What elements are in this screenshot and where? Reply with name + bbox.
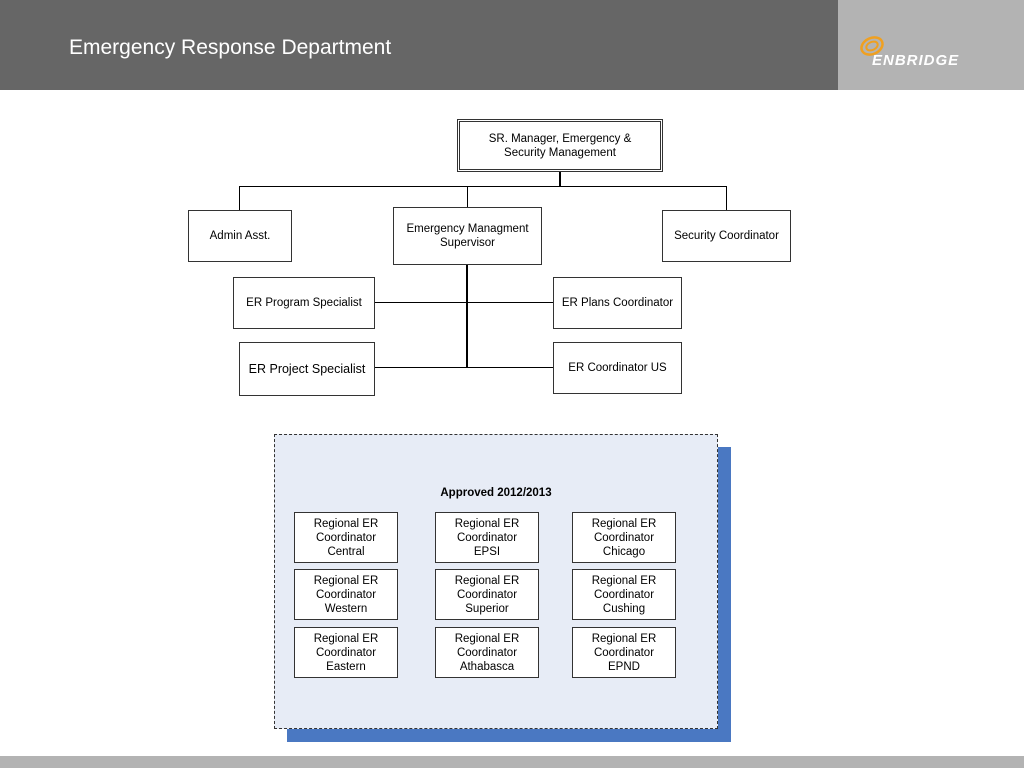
enbridge-logo-icon bbox=[860, 36, 884, 56]
org-label: ER Plans Coordinator bbox=[561, 297, 674, 309]
org-label: Security Coordinator bbox=[674, 230, 779, 242]
connector-line bbox=[726, 186, 727, 210]
page-title: Emergency Response Department bbox=[69, 36, 392, 59]
connector-line bbox=[239, 186, 727, 187]
org-box-supervisor: Emergency Managment Supervisor bbox=[393, 207, 542, 265]
header-bar: Emergency Response Department bbox=[0, 0, 838, 90]
footer-bar bbox=[0, 756, 1024, 768]
connector-line bbox=[374, 302, 554, 303]
org-box-program-specialist: ER Program Specialist bbox=[233, 277, 375, 329]
org-label: SR. Manager, Emergency & Security Manage… bbox=[488, 132, 632, 159]
connector-line bbox=[466, 264, 468, 368]
org-label: ER Program Specialist bbox=[246, 297, 362, 309]
logo-area: ENBRIDGE bbox=[838, 0, 1024, 90]
regional-box: Regional ER Coordinator Chicago bbox=[572, 512, 676, 563]
regional-box: Regional ER Coordinator Cushing bbox=[572, 569, 676, 620]
regional-box: Regional ER Coordinator Superior bbox=[435, 569, 539, 620]
org-label: Emergency Managment Supervisor bbox=[406, 223, 529, 249]
org-box-project-specialist: ER Project Specialist bbox=[239, 342, 375, 396]
regional-box: Regional ER Coordinator Western bbox=[294, 569, 398, 620]
regional-box: Regional ER Coordinator Central bbox=[294, 512, 398, 563]
connector-line bbox=[239, 186, 240, 210]
connector-line bbox=[467, 367, 554, 368]
org-label: ER Coordinator US bbox=[568, 362, 667, 374]
org-box-admin: Admin Asst. bbox=[188, 210, 292, 262]
connector-line bbox=[467, 186, 468, 207]
regional-box: Regional ER Coordinator EPSI bbox=[435, 512, 539, 563]
regional-box: Regional ER Coordinator Athabasca bbox=[435, 627, 539, 678]
connector-line bbox=[374, 367, 467, 368]
org-box-plans-coordinator: ER Plans Coordinator bbox=[553, 277, 682, 329]
org-box-sr-manager: SR. Manager, Emergency & Security Manage… bbox=[457, 119, 663, 172]
org-box-security: Security Coordinator bbox=[662, 210, 791, 262]
regional-box: Regional ER Coordinator EPND bbox=[572, 627, 676, 678]
regional-box: Regional ER Coordinator Eastern bbox=[294, 627, 398, 678]
connector-line bbox=[559, 171, 561, 187]
org-label: ER Project Specialist bbox=[248, 362, 366, 376]
approved-title: Approved 2012/2013 bbox=[440, 487, 552, 499]
org-label: Admin Asst. bbox=[209, 230, 271, 242]
logo-text: ENBRIDGE bbox=[872, 52, 960, 69]
org-box-coordinator-us: ER Coordinator US bbox=[553, 342, 682, 394]
